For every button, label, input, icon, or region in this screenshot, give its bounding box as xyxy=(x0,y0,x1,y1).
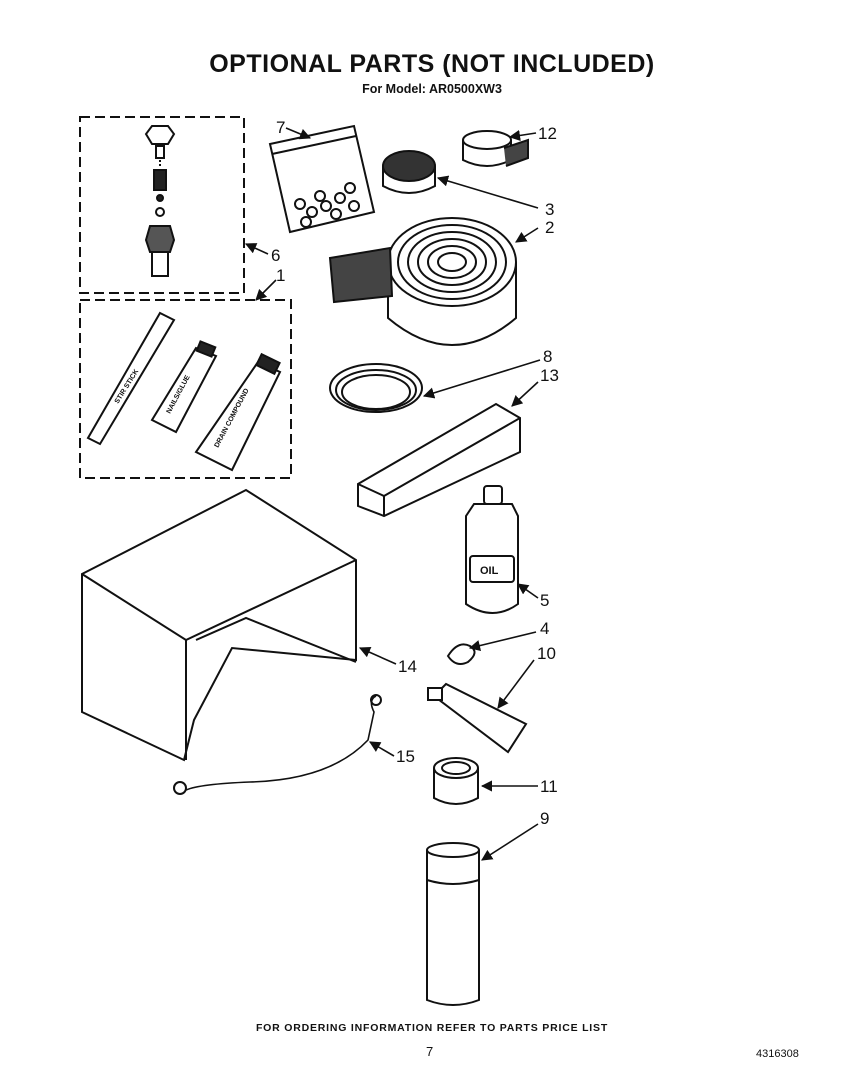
valve-kit-box xyxy=(79,116,245,294)
stir-stick-icon xyxy=(86,311,176,446)
callout-8: 8 xyxy=(543,347,552,366)
tube-10-icon xyxy=(427,682,528,754)
document-number: 4316308 xyxy=(756,1048,799,1060)
small-tube-icon xyxy=(150,340,218,434)
callout-4: 4 xyxy=(540,619,549,638)
page-title: OPTIONAL PARTS (NOT INCLUDED) xyxy=(209,50,655,78)
oil-bottle-icon xyxy=(465,485,519,614)
foam-block-icon xyxy=(357,402,521,518)
oil-bottle-label: OIL xyxy=(480,565,499,577)
callout-2: 2 xyxy=(545,218,554,237)
callout-1: 1 xyxy=(276,266,285,285)
callout-5: 5 xyxy=(540,591,549,610)
cover-bag-icon xyxy=(81,488,357,762)
page-number: 7 xyxy=(426,1044,434,1059)
model-subtitle: For Model: AR0500XW3 xyxy=(362,82,502,96)
valve-assembly-icon xyxy=(144,125,176,277)
gasket-bag-icon xyxy=(268,124,376,234)
spray-can-icon xyxy=(426,842,480,1006)
callout-15: 15 xyxy=(396,747,415,766)
callout-3: 3 xyxy=(545,200,554,219)
callout-10: 10 xyxy=(537,644,556,663)
callout-13: 13 xyxy=(540,366,559,385)
callout-6: 6 xyxy=(271,246,280,265)
callout-12: 12 xyxy=(538,124,557,143)
large-tube-icon xyxy=(194,352,282,472)
tubing-coil-icon xyxy=(329,363,423,413)
tape-roll-12-icon xyxy=(462,130,529,167)
seal-strip-icon xyxy=(382,150,436,194)
accessory-kit-box xyxy=(79,299,292,479)
pull-cord-icon xyxy=(173,694,382,795)
callout-14: 14 xyxy=(398,657,417,676)
ordering-note: FOR ORDERING INFORMATION REFER TO PARTS … xyxy=(255,1022,609,1034)
callout-11: 11 xyxy=(540,777,558,796)
callout-9: 9 xyxy=(540,809,549,828)
tape-coil-icon xyxy=(328,217,517,346)
callout-7: 7 xyxy=(276,118,285,137)
tape-roll-11-icon xyxy=(433,757,479,805)
plug-4-icon xyxy=(446,643,476,665)
